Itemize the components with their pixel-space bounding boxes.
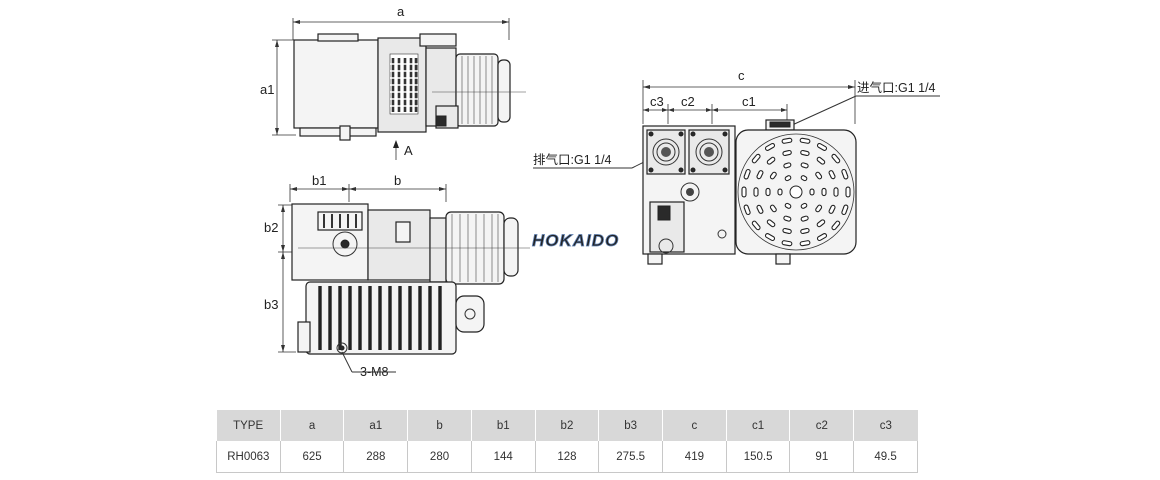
fan-slot <box>751 153 761 164</box>
fan-slot <box>782 149 792 157</box>
cell-b3: 275.5 <box>598 441 664 473</box>
fan-slot <box>841 168 849 180</box>
brand-logo: HOKAIDO <box>532 231 619 250</box>
dim-a1-label: a1 <box>260 82 274 97</box>
col-a-header: a <box>280 410 345 441</box>
fan-slot <box>828 170 836 180</box>
fan-slot <box>769 171 777 180</box>
fan-slot <box>784 175 792 182</box>
fan-slot <box>766 156 776 165</box>
dim-c-label: c <box>738 68 745 83</box>
cell-b2: 128 <box>535 441 600 473</box>
cell-c: 419 <box>662 441 727 473</box>
dim-c3-label: c3 <box>650 94 664 109</box>
dim-b2-label: b2 <box>264 220 278 235</box>
fan-slot <box>781 137 793 144</box>
fan-slot <box>777 188 783 196</box>
cell-a: 625 <box>280 441 345 473</box>
fan-slot <box>831 220 841 231</box>
inlet-callout: 进气口:G1 1/4 <box>857 80 936 95</box>
col-c-header: c <box>662 410 727 441</box>
cell-c2: 91 <box>789 441 855 473</box>
fan-slot <box>743 168 751 180</box>
fan-slot <box>784 202 792 209</box>
plan-view: b1 b b2 b3 <box>264 173 530 379</box>
dim-b-label: b <box>394 173 401 188</box>
outlet-callout: 排气口:G1 1/4 <box>533 152 612 167</box>
fan-slot <box>765 187 771 197</box>
fan-slot <box>781 240 793 247</box>
fan-slot <box>782 227 792 235</box>
col-b2-header: b2 <box>535 410 600 441</box>
fan-slot <box>799 137 811 144</box>
dim-c2-label: c2 <box>681 94 695 109</box>
fan-slot <box>756 204 764 214</box>
fan-slot <box>816 233 828 242</box>
dim-a-label: a <box>397 4 405 19</box>
dim-b1-label: b1 <box>312 173 326 188</box>
fan-slot <box>800 202 808 209</box>
col-c3-header: c3 <box>853 410 918 441</box>
fan-slot <box>743 204 751 216</box>
fan-slot <box>845 186 851 198</box>
col-c1-header: c1 <box>726 410 791 441</box>
fan-slot <box>769 204 777 213</box>
fan-slot <box>799 240 811 247</box>
fan-slot <box>800 162 809 169</box>
col-b3-header: b3 <box>598 410 664 441</box>
fan-slot <box>783 162 792 169</box>
fan-slot <box>816 219 826 228</box>
fan-slot <box>753 187 759 197</box>
fan-slot <box>815 171 823 180</box>
cell-b1: 144 <box>471 441 536 473</box>
spec-table: TYPE a a1 b b1 b2 b3 c c1 c2 c3 RH0063 6… <box>216 410 918 473</box>
fan-slot <box>766 219 776 228</box>
fan-slot <box>800 215 809 222</box>
fan-slot <box>756 170 764 180</box>
fan-slot <box>831 153 841 164</box>
fan-hub <box>789 185 803 199</box>
col-a1-header: a1 <box>343 410 409 441</box>
fan-slot <box>800 149 810 157</box>
fan-slot <box>741 186 747 198</box>
dim-b3-label: b3 <box>264 297 278 312</box>
fan-slot <box>833 187 839 197</box>
col-b-header: b <box>407 410 472 441</box>
dim-c1-label: c1 <box>742 94 756 109</box>
fan-slot <box>821 187 827 197</box>
fan-slot <box>809 188 815 196</box>
thread-callout: 3-M8 <box>360 365 389 379</box>
technical-drawing: a a1 <box>260 4 940 379</box>
spec-table-header-row: TYPE a a1 b b1 b2 b3 c c1 c2 c3 <box>216 410 918 441</box>
col-c2-header: c2 <box>789 410 855 441</box>
col-b1-header: b1 <box>471 410 536 441</box>
fan-slot <box>800 175 808 182</box>
fan-grille <box>737 133 855 251</box>
side-view: a a1 <box>260 4 526 160</box>
fan-slot <box>783 215 792 222</box>
fan-slot <box>751 220 761 231</box>
fan-slot <box>800 227 810 235</box>
table-row: RH0063 625 288 280 144 128 275.5 419 150… <box>216 441 918 473</box>
fan-slot <box>816 142 828 151</box>
cell-b: 280 <box>407 441 472 473</box>
fan-slot <box>816 156 826 165</box>
view-label: A <box>404 143 413 158</box>
fan-slot <box>841 204 849 216</box>
cell-type: RH0063 <box>216 441 281 473</box>
end-view: c c3 c2 c1 进气口:G1 1/4 排气口:G1 1/4 <box>532 68 940 265</box>
fan-slot <box>764 233 776 242</box>
col-type-header: TYPE <box>216 410 281 441</box>
cell-c1: 150.5 <box>726 441 791 473</box>
fan-slot <box>764 142 776 151</box>
fan-slot <box>815 204 823 213</box>
cell-a1: 288 <box>343 441 409 473</box>
fan-slot <box>828 204 836 214</box>
cell-c3: 49.5 <box>853 441 918 473</box>
